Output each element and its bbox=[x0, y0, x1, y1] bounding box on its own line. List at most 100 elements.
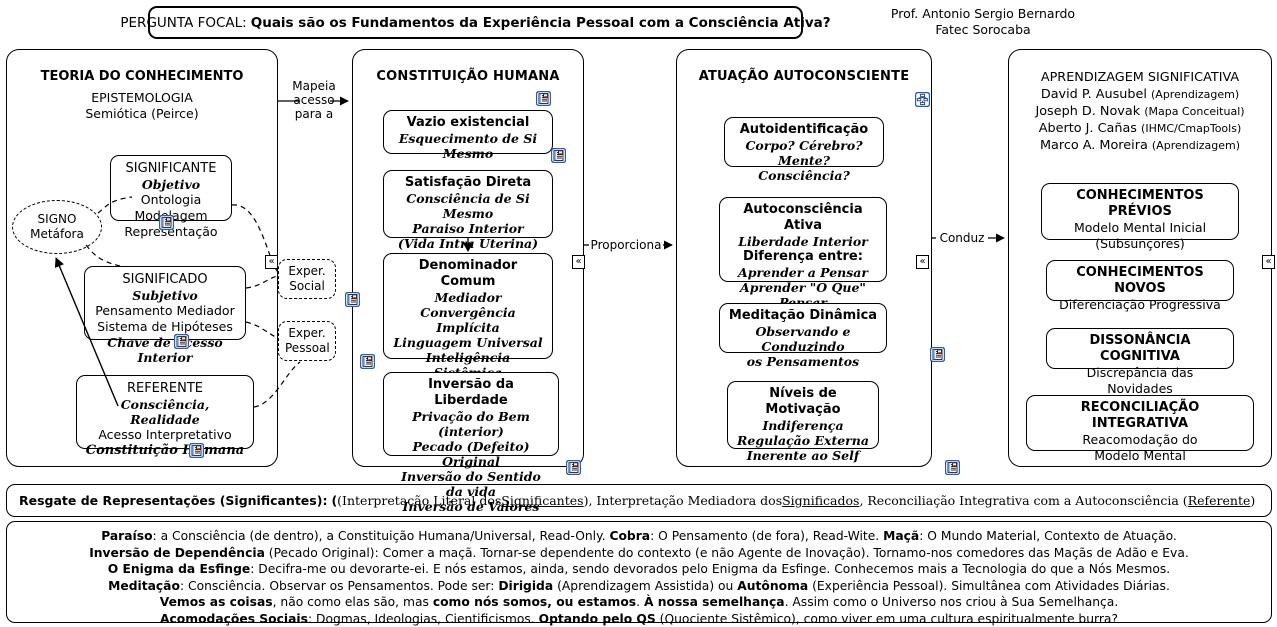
node-dissonancia-cognitiva[interactable]: DISSONÂNCIA COGNITIVA Discrepância das N… bbox=[1046, 328, 1234, 396]
node-denominador-comum[interactable]: Denominador Comum Mediador Convergência … bbox=[383, 253, 553, 410]
denominador-italic-2: Linguagem Universal bbox=[393, 335, 543, 350]
link-label-mapeia: Mapeia acesso para a bbox=[275, 79, 353, 121]
author-note-1: (Mapa Conceitual) bbox=[1144, 105, 1245, 118]
author-row-2: Aberto J. Cañas (IHMC/CmapTools) bbox=[1008, 120, 1272, 137]
author-row-0: David P. Ausubel (Aprendizagem) bbox=[1008, 86, 1272, 103]
node-reconciliacao-integrativa[interactable]: RECONCILIAÇÃO INTEGRATIVA Reacomodação d… bbox=[1026, 395, 1254, 463]
author-name-1: Joseph D. Novak bbox=[1035, 104, 1141, 119]
inversao-italic-1: Pecado (Defeito) Original bbox=[412, 439, 530, 469]
author-row-1: Joseph D. Novak (Mapa Conceitual) bbox=[1008, 103, 1272, 120]
node-significado[interactable]: SIGNIFICADO Subjetivo Pensamento Mediado… bbox=[84, 266, 246, 365]
panel-atuacao-title: ATUAÇÃO AUTOCONSCIENTE bbox=[698, 69, 910, 84]
meditacao-italic-0: Observando e Conduzindo bbox=[755, 324, 851, 354]
significado-italic: Subjetivo bbox=[132, 288, 198, 303]
panel-teoria-title: TEORIA DO CONHECIMENTO bbox=[40, 69, 244, 84]
resource-icon-atuacao-panel[interactable] bbox=[945, 460, 960, 475]
significante-italic: Objetivo bbox=[141, 177, 201, 192]
semiotica-label: Semiótica (Peirce) bbox=[85, 106, 199, 121]
collapse-marker-teoria[interactable]: « bbox=[265, 255, 278, 269]
epistemologia-label: EPISTEMOLOGIA bbox=[91, 90, 193, 105]
dissonancia-title: DISSONÂNCIA COGNITIVA bbox=[1089, 333, 1191, 364]
reconciliacao-line-1: Modelo Mental bbox=[1094, 448, 1186, 463]
author-note-3: (Aprendizagem) bbox=[1151, 139, 1241, 152]
resource-icon-significante[interactable] bbox=[159, 215, 174, 230]
node-conhecimentos-previos[interactable]: CONHECIMENTOS PRÉVIOS Modelo Mental Inic… bbox=[1041, 183, 1239, 251]
focal-question-text: Quais são os Fundamentos da Experiência … bbox=[250, 14, 831, 31]
resgate-prefix: Resgate de Representações (Significantes… bbox=[19, 493, 328, 508]
autoconsciencia-title2: Diferença entre: bbox=[743, 249, 863, 264]
resgate-open-paren: ( bbox=[331, 493, 338, 508]
resource-icon-constituicao-panel[interactable] bbox=[566, 460, 581, 475]
map-icon-atuacao-autoconsciente[interactable] bbox=[915, 92, 930, 107]
signo-ellipse[interactable]: SIGNO Metáfora bbox=[12, 200, 102, 254]
node-conhecimentos-novos[interactable]: CONHECIMENTOS NOVOS Diferenciação Progre… bbox=[1046, 260, 1234, 312]
previos-line-1: (Subsunçores) bbox=[1095, 236, 1185, 251]
node-satisfacao-direta[interactable]: Satisfação Direta Consciência de Si Mesm… bbox=[383, 170, 553, 251]
resource-icon-layer bbox=[0, 0, 960, 475]
referente-italic-line-0: Constituição Humana bbox=[85, 443, 245, 458]
notes-line-6: Acomodações Sociais: Dogmas, Ideologias,… bbox=[160, 611, 1118, 626]
author-note-2: (IHMC/CmapTools) bbox=[1141, 122, 1242, 135]
node-referente[interactable]: REFERENTE Consciência, Realidade Acesso … bbox=[76, 375, 254, 458]
resource-icon-vazio-existencial[interactable] bbox=[551, 148, 566, 163]
link-label-proporciona: Proporciona bbox=[589, 238, 663, 252]
map-icon-constituicao-humana[interactable] bbox=[536, 91, 551, 106]
resgate-seg2: ), Interpretação Mediadora dos bbox=[583, 493, 783, 508]
autoidentificacao-italic-0: Corpo? Cérebro? Mente? bbox=[745, 138, 863, 168]
node-inversao-liberdade[interactable]: Inversão da Liberdade Privação do Bem (i… bbox=[383, 372, 559, 514]
author-name-0: David P. Ausubel bbox=[1040, 87, 1147, 102]
focal-question-label: PERGUNTA FOCAL: bbox=[120, 14, 247, 31]
link-label-conduz: Conduz bbox=[936, 231, 988, 245]
node-exper-social[interactable]: Exper. Social bbox=[278, 259, 336, 299]
satisfacao-title: Satisfação Direta bbox=[404, 175, 532, 190]
notes-line-2: Inversão de Dependência (Pecado Original… bbox=[89, 545, 1189, 560]
author-name-3: Marco A. Moreira bbox=[1039, 138, 1148, 153]
collapse-marker-constituicao[interactable]: « bbox=[572, 255, 585, 269]
signo-label: SIGNO bbox=[37, 212, 77, 226]
resgate-u3: Referente bbox=[1187, 493, 1251, 508]
panel-atuacao-title-wrap: ATUAÇÃO AUTOCONSCIENTE bbox=[676, 69, 932, 84]
collapse-marker-atuacao[interactable]: « bbox=[916, 255, 929, 269]
exper-pessoal-line-1: Pessoal bbox=[285, 341, 330, 355]
collapse-marker-aprendizagem[interactable]: « bbox=[1262, 255, 1275, 269]
notes-line-4: Meditação: Consciência. Observar os Pens… bbox=[108, 578, 1170, 593]
niveis-title: Níveis de Motivação bbox=[765, 386, 841, 417]
resource-icon-meditacao-dinamica[interactable] bbox=[930, 347, 945, 362]
node-vazio-existencial[interactable]: Vazio existencial Esquecimento de Si Mes… bbox=[383, 110, 553, 161]
node-meditacao-dinamica[interactable]: Meditação Dinâmica Observando e Conduzin… bbox=[719, 303, 887, 369]
node-niveis-motivacao[interactable]: Níveis de Motivação Indiferença Regulaçã… bbox=[727, 381, 879, 463]
panel-aprendizagem-title: APRENDIZAGEM SIGNIFICATIVA bbox=[1040, 70, 1240, 85]
novos-line-0: Diferenciação Progressiva bbox=[1059, 297, 1221, 312]
vazio-title: Vazio existencial bbox=[406, 115, 530, 130]
reconciliacao-line-0: Reacomodação do bbox=[1082, 432, 1198, 447]
referente-title: REFERENTE bbox=[126, 381, 204, 396]
satisfacao-italic-2: (Vida Intra Uterina) bbox=[397, 236, 539, 251]
node-autoidentificacao[interactable]: Autoidentificação Corpo? Cérebro? Mente?… bbox=[724, 117, 884, 183]
dissonancia-line-0: Discrepância das Novidades bbox=[1086, 365, 1194, 396]
inversao-italic-2: Inversão do Sentido da vida bbox=[401, 469, 541, 499]
resource-icon-significado[interactable] bbox=[174, 334, 189, 349]
resource-icon-referente[interactable] bbox=[189, 443, 204, 458]
meditacao-italic-1: os Pensamentos bbox=[746, 354, 860, 369]
focal-question-box: PERGUNTA FOCAL: Quais são os Fundamentos… bbox=[120, 6, 831, 39]
node-autoconsciencia-ativa[interactable]: Autoconsciência Ativa Liberdade Interior… bbox=[719, 197, 887, 310]
resgate-bar: Resgate de Representações (Significantes… bbox=[6, 484, 1272, 517]
author-note-0: (Aprendizagem) bbox=[1151, 88, 1240, 101]
exper-pessoal-line-0: Exper. bbox=[288, 326, 326, 340]
inversao-title: Inversão da Liberdade bbox=[428, 377, 514, 408]
node-significante[interactable]: SIGNIFICANTE Objetivo Ontologia Modelage… bbox=[110, 155, 232, 239]
resgate-seg3: , Reconciliação Integrativa com a Autoco… bbox=[859, 493, 1188, 508]
autoidentificacao-italic-1: Consciência? bbox=[758, 168, 850, 183]
panel-constituicao-title: CONSTITUIÇÃO HUMANA bbox=[376, 69, 560, 84]
node-exper-pessoal[interactable]: Exper. Pessoal bbox=[278, 321, 336, 361]
resgate-u2: Significados bbox=[782, 493, 860, 508]
exper-social-line-0: Exper. bbox=[288, 264, 326, 278]
panel-aprendizagem-header: APRENDIZAGEM SIGNIFICATIVA David P. Ausu… bbox=[1008, 69, 1272, 154]
resource-icon-exper-social[interactable] bbox=[345, 292, 360, 307]
significado-line-1: Sistema de Hipóteses bbox=[97, 319, 233, 334]
author-block: Prof. Antonio Sergio Bernardo Fatec Soro… bbox=[838, 6, 1128, 38]
notes-box: Paraíso: a Consciência (de dentro), a Co… bbox=[6, 521, 1272, 626]
referente-italic: Consciência, Realidade bbox=[120, 397, 210, 427]
resource-icon-exper-pessoal[interactable] bbox=[360, 354, 375, 369]
reconciliacao-title: RECONCILIAÇÃO INTEGRATIVA bbox=[1080, 400, 1200, 431]
